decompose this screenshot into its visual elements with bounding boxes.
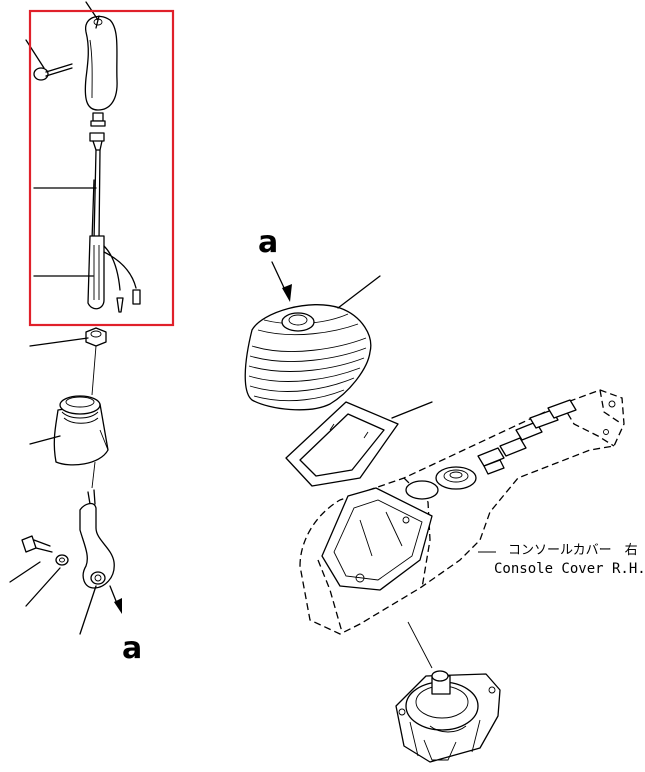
console-cover-label-jp: コンソールカバー 右 bbox=[508, 543, 638, 558]
highlight-box bbox=[28, 9, 175, 327]
arrow-bottom bbox=[109, 585, 122, 614]
grip-knob bbox=[84, 15, 118, 111]
console-assembly bbox=[244, 261, 625, 763]
frame-plate bbox=[285, 401, 399, 487]
lever-boot bbox=[53, 395, 109, 466]
console-cover-label-en: Console Cover R.H. bbox=[494, 561, 645, 577]
arrow-label-top: a bbox=[258, 225, 279, 260]
screw bbox=[33, 63, 73, 81]
arrow-label-bottom: a bbox=[122, 631, 143, 666]
lever-assembly bbox=[9, 1, 175, 635]
switch-slots bbox=[477, 399, 577, 475]
console-cover bbox=[299, 389, 625, 635]
arrow-top bbox=[271, 261, 292, 302]
pilot-valve bbox=[395, 670, 501, 763]
nut bbox=[85, 327, 107, 347]
bolt bbox=[21, 535, 53, 553]
lever-arm bbox=[79, 489, 115, 589]
bellows-boot bbox=[244, 304, 372, 411]
lever-rod bbox=[87, 149, 141, 313]
washer bbox=[55, 554, 69, 566]
